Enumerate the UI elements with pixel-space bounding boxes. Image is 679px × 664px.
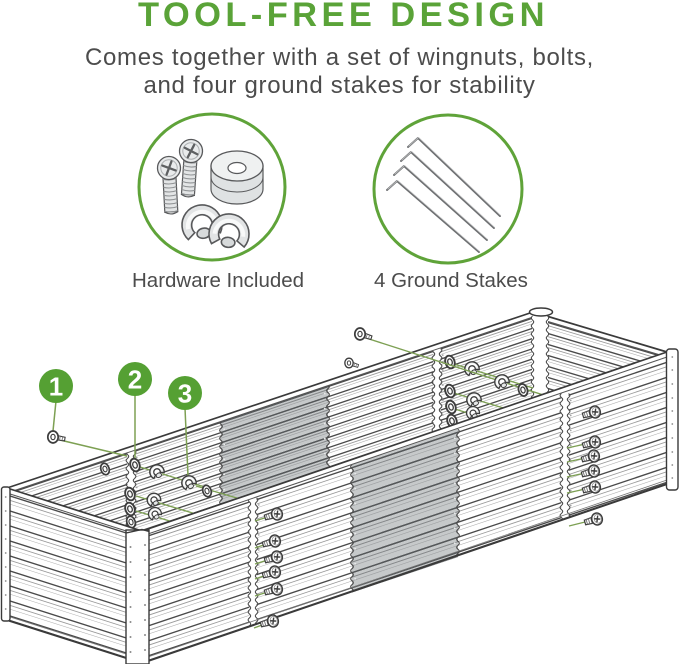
svg-text:2: 2 bbox=[128, 365, 142, 395]
svg-text:3: 3 bbox=[178, 379, 192, 409]
svg-text:1: 1 bbox=[49, 372, 63, 402]
